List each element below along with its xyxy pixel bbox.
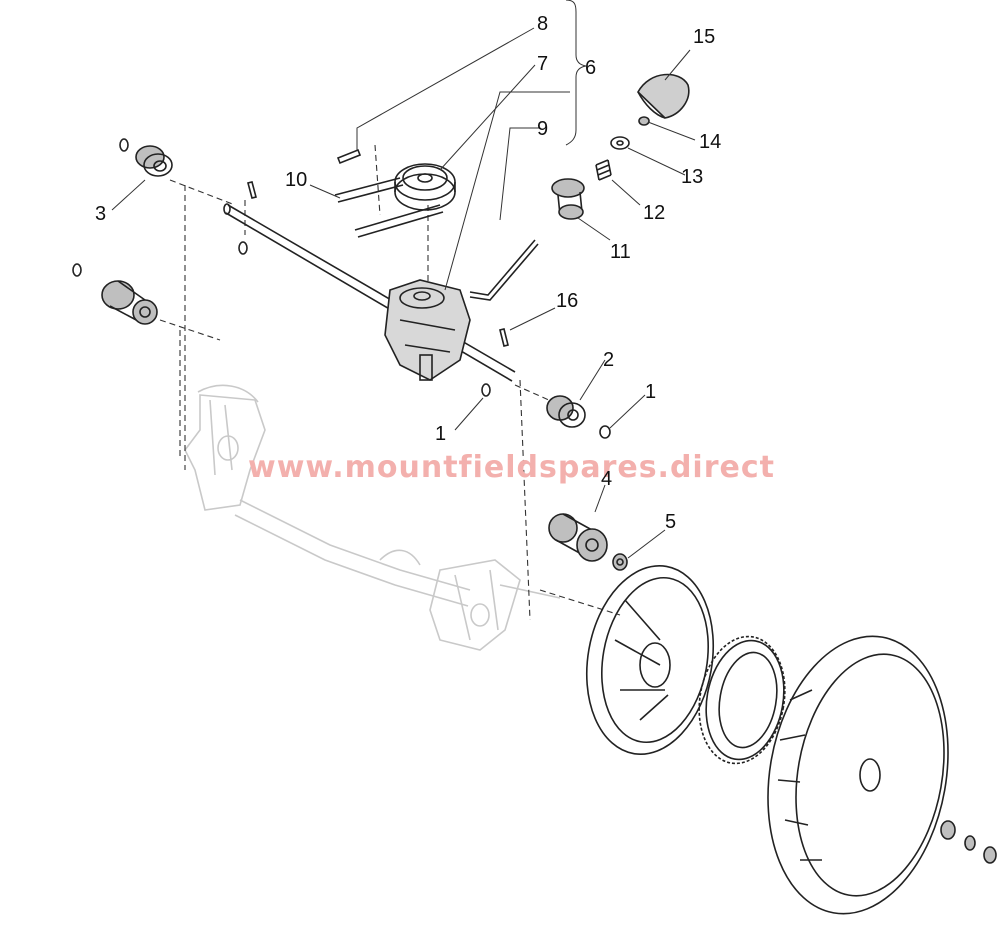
callout-7: 7 (537, 53, 548, 75)
callout-9: 9 (537, 118, 548, 140)
drive-gear-ring (698, 635, 786, 765)
wheel-small-bearings (940, 820, 997, 864)
callout-3: 3 (95, 203, 106, 225)
callout-13: 13 (681, 166, 703, 188)
wheel-inner-hub (585, 565, 715, 755)
adjuster-part-11 (551, 178, 585, 220)
drive-axle-shaft (223, 203, 516, 382)
group-brace-6 (565, 0, 587, 146)
cap-part-15 (637, 73, 690, 119)
belt-part-10 (334, 177, 444, 238)
spring-part-12 (595, 159, 612, 181)
callout-1-right: 1 (645, 381, 656, 403)
callout-leader-lines (111, 27, 696, 559)
callout-14: 14 (699, 131, 721, 153)
rod-part-9 (469, 239, 539, 301)
bearing-part-2 (546, 395, 586, 428)
callout-1-left: 1 (435, 423, 446, 445)
bearing-part-3 (135, 145, 173, 177)
callout-11: 11 (610, 241, 631, 263)
pin-small-upper (247, 181, 257, 199)
washer-part-13 (610, 136, 630, 150)
callout-16: 16 (556, 290, 578, 312)
bush-part-4 (548, 513, 608, 562)
nut-part-14 (638, 116, 650, 126)
callout-10: 10 (285, 169, 307, 191)
assembly-dashed-lines (159, 144, 621, 621)
callout-12: 12 (643, 202, 665, 224)
gearbox-assembly (384, 279, 471, 381)
callout-15: 15 (693, 26, 715, 48)
callout-5: 5 (665, 511, 676, 533)
pulley-part-7 (394, 163, 456, 211)
watermark-text: www.mountfieldspares.direct (248, 450, 775, 485)
circlip-parts (72, 138, 611, 439)
callout-8: 8 (537, 13, 548, 35)
bush-left (101, 280, 158, 325)
pin-part-8 (336, 148, 362, 165)
ghost-chassis-frame (184, 384, 561, 651)
rear-wheel-tyre (767, 635, 949, 915)
callout-4: 4 (601, 468, 612, 490)
callout-6: 6 (585, 57, 596, 79)
callout-2: 2 (603, 349, 614, 371)
washer-part-5 (612, 553, 628, 571)
pin-part-16 (499, 328, 509, 347)
